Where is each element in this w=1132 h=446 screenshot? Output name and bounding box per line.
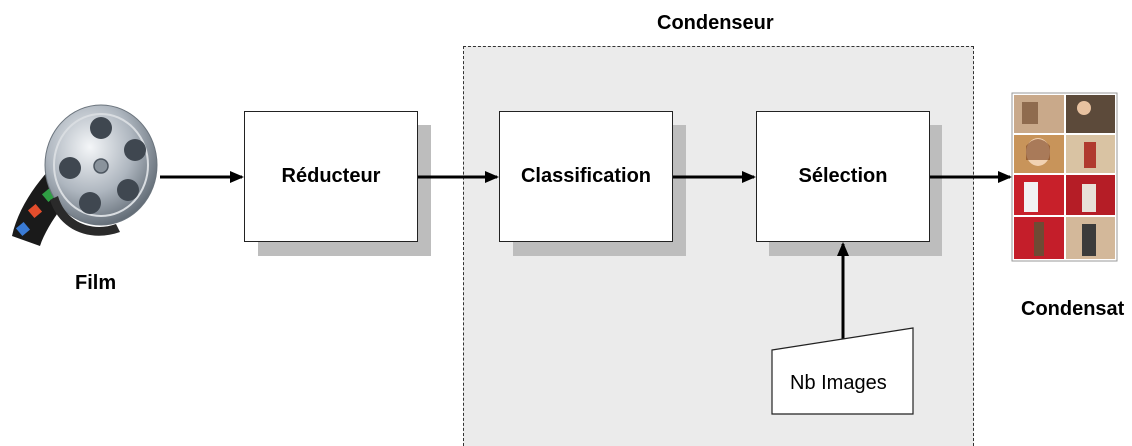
condensat-label: Condensat [1021,298,1125,320]
selection-label: Sélection [798,165,888,187]
classification-box: Classification [499,111,673,242]
thumbnail-2 [1066,95,1115,133]
film-reel-icon [12,104,158,246]
diagram-graphics [12,92,1118,415]
condenseur-title: Condenseur [657,12,774,34]
reducteur-box: Réducteur [244,111,418,242]
film-label: Film [75,272,117,294]
nb-images-label: Nb Images [790,372,887,394]
condensat-thumbnails [1011,92,1118,262]
selection-box: Sélection [756,111,930,242]
reducteur-label: Réducteur [281,165,381,187]
classification-label: Classification [520,165,652,187]
thumbnail-1 [1014,95,1064,133]
nb-images-shape [771,327,914,415]
thumbnail-5 [1014,175,1064,215]
